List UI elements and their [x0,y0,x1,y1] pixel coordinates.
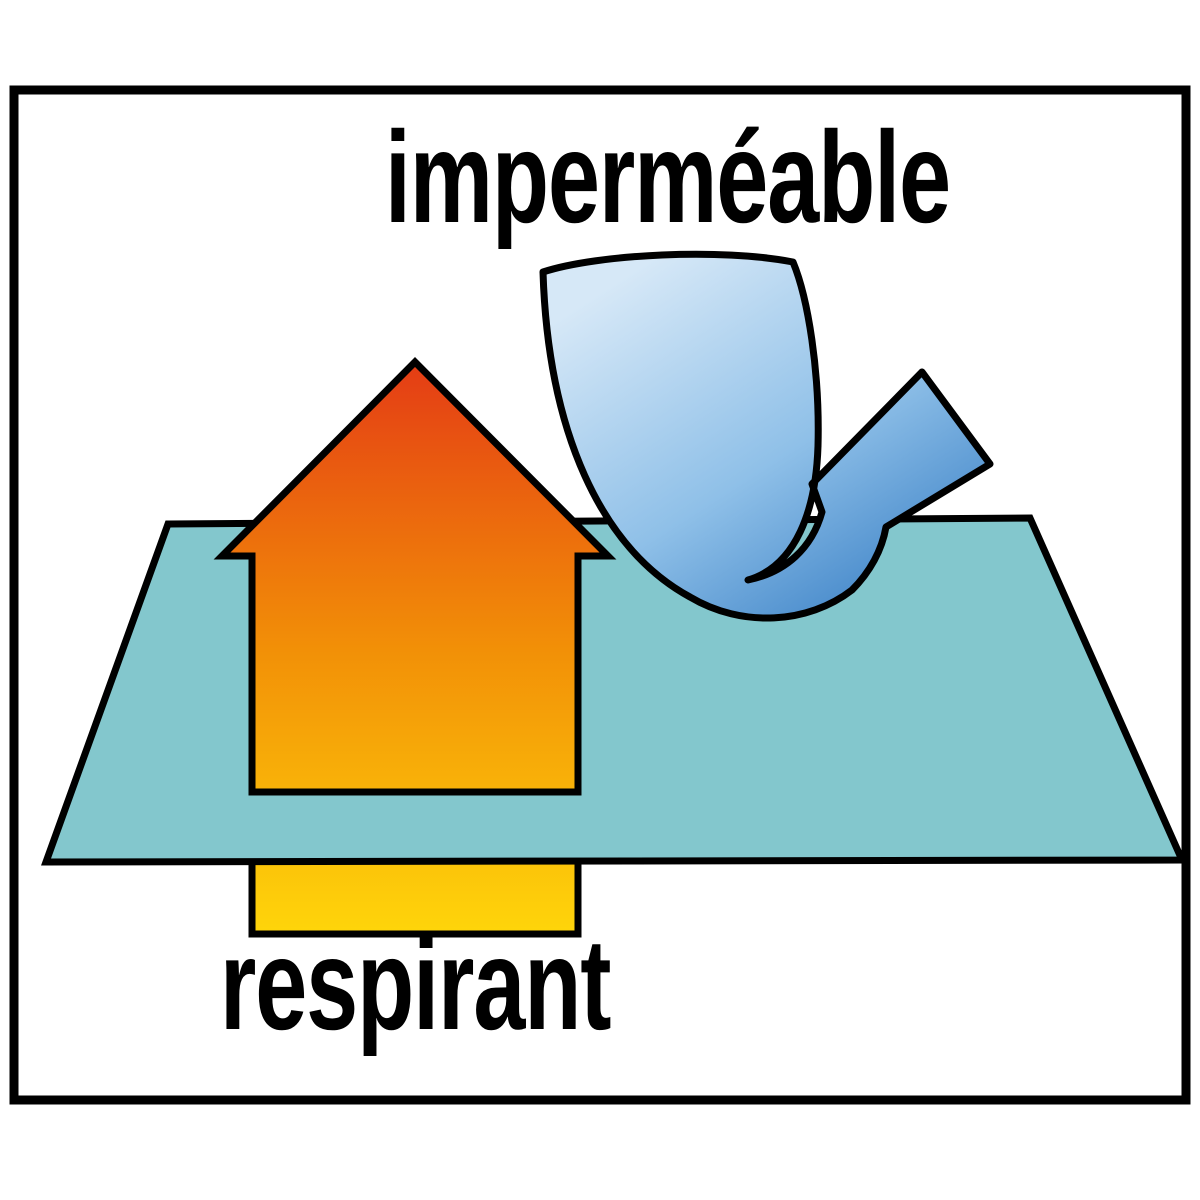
fabric-membrane [41,514,1188,866]
breathability-up-arrow-icon [213,357,617,796]
frame-border [9,85,1191,1105]
water-repel-arrow-icon [539,250,994,622]
